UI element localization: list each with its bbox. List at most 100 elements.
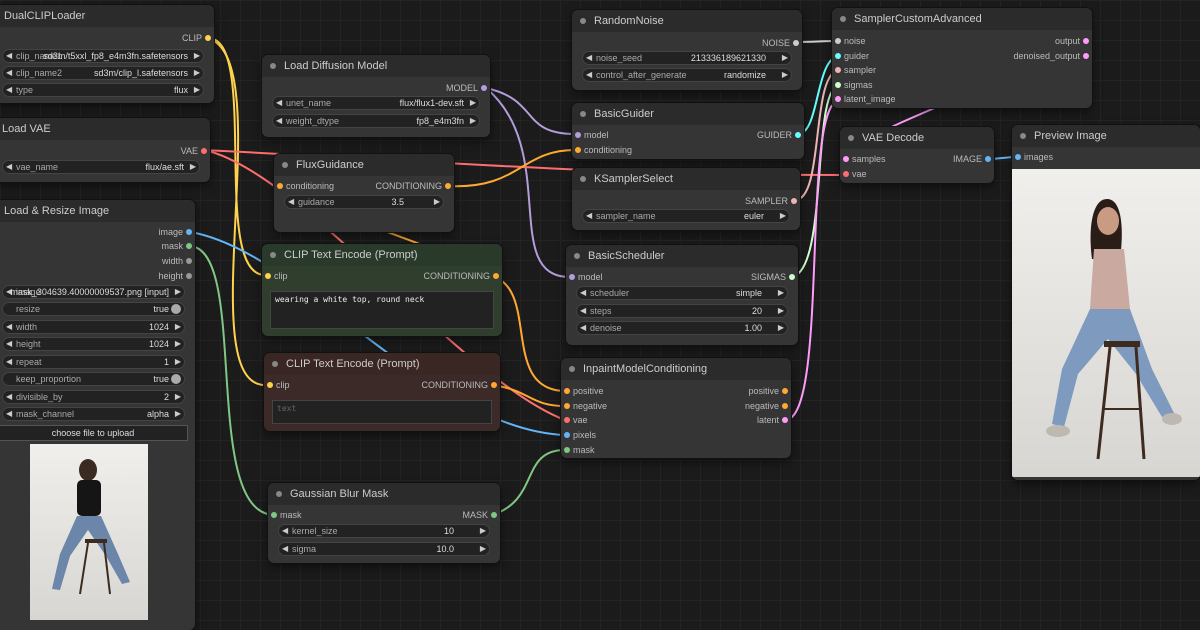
collapse-dot-icon[interactable] <box>276 491 282 497</box>
mask-output-socket[interactable] <box>491 512 497 518</box>
collapse-dot-icon[interactable] <box>840 16 846 22</box>
unet-name-widget[interactable]: ◀ unet_name flux/flux1-dev.sft ▶ <box>272 96 480 110</box>
clip-input-socket[interactable] <box>267 382 273 388</box>
kernel-size-widget[interactable]: ◀ kernel_size 10 ▶ <box>278 524 490 538</box>
node-sampler-custom-advanced[interactable]: SamplerCustomAdvanced noise output guide… <box>832 8 1092 108</box>
latent-output-socket[interactable] <box>782 417 788 423</box>
node-flux-guidance[interactable]: FluxGuidance conditioning CONDITIONING ◀… <box>274 154 454 232</box>
collapse-dot-icon[interactable] <box>580 111 586 117</box>
divisible-by-widget[interactable]: ◀ divisible_by 2 ▶ <box>2 390 185 404</box>
chevron-right-icon[interactable]: ▶ <box>193 51 200 60</box>
conditioning-output-socket[interactable] <box>493 273 499 279</box>
conditioning-output-socket[interactable] <box>445 183 451 189</box>
denoise-widget[interactable]: ◀ denoise 1.00 ▶ <box>576 321 788 335</box>
choose-file-button[interactable]: choose file to upload <box>0 425 188 441</box>
chevron-right-icon[interactable]: ▶ <box>781 70 788 79</box>
samples-input-socket[interactable] <box>843 156 849 162</box>
chevron-right-icon[interactable]: ▶ <box>479 544 486 553</box>
chevron-left-icon[interactable]: ◀ <box>586 70 593 79</box>
chevron-right-icon[interactable]: ▶ <box>777 323 784 332</box>
guider-input-socket[interactable] <box>835 53 841 59</box>
chevron-right-icon[interactable]: ▶ <box>174 357 181 366</box>
node-title[interactable]: Load Diffusion Model <box>262 55 490 77</box>
node-basic-guider[interactable]: BasicGuider model GUIDER conditioning <box>572 103 804 159</box>
guider-socket[interactable] <box>795 132 801 138</box>
node-title[interactable]: KSamplerSelect <box>572 168 800 190</box>
model-input-socket[interactable] <box>569 274 575 280</box>
node-title[interactable]: InpaintModelConditioning <box>561 358 791 380</box>
collapse-dot-icon[interactable] <box>848 135 854 141</box>
chevron-left-icon[interactable]: ◀ <box>6 85 13 94</box>
node-title[interactable]: Gaussian Blur Mask <box>268 483 500 505</box>
node-load-vae[interactable]: Load VAE VAE ◀ vae_name flux/ae.sft ▶ <box>0 118 210 182</box>
chevron-left-icon[interactable]: ◀ <box>580 323 587 332</box>
clip-name2-widget[interactable]: ◀ clip_name2 sd3m/clip_l.safetensors ▶ <box>2 66 204 80</box>
latent-input-socket[interactable] <box>835 96 841 102</box>
images-input-socket[interactable] <box>1015 154 1021 160</box>
chevron-right-icon[interactable]: ▶ <box>174 392 181 401</box>
pixels-input-socket[interactable] <box>564 432 570 438</box>
chevron-right-icon[interactable]: ▶ <box>174 339 181 348</box>
chevron-left-icon[interactable]: ◀ <box>6 339 13 348</box>
weight-dtype-widget[interactable]: ◀ weight_dtype fp8_e4m3fn ▶ <box>272 114 480 128</box>
node-dualcliploader[interactable]: DualCLIPLoader CLIP ◀ clip_name1 sd3m/t5… <box>0 5 214 103</box>
node-title[interactable]: Preview Image <box>1012 125 1200 147</box>
repeat-widget[interactable]: ◀ repeat 1 ▶ <box>2 355 185 369</box>
sampler-socket[interactable] <box>791 198 797 204</box>
node-title[interactable]: SamplerCustomAdvanced <box>832 8 1092 30</box>
node-load-diffusion-model[interactable]: Load Diffusion Model MODEL ◀ unet_name f… <box>262 55 490 137</box>
collapse-dot-icon[interactable] <box>580 176 586 182</box>
node-clip-text-encode-negative[interactable]: CLIP Text Encode (Prompt) clip CONDITION… <box>264 353 500 431</box>
vae-input-socket[interactable] <box>843 171 849 177</box>
image-output-socket[interactable] <box>985 156 991 162</box>
clip-socket[interactable] <box>205 35 211 41</box>
sigmas-socket[interactable] <box>789 274 795 280</box>
node-load-resize-image[interactable]: Load & Resize Image image mask width hei… <box>0 200 195 630</box>
positive-input-socket[interactable] <box>564 388 570 394</box>
node-clip-text-encode-positive[interactable]: CLIP Text Encode (Prompt) clip CONDITION… <box>262 244 502 336</box>
prompt-textarea[interactable]: text <box>272 400 492 424</box>
model-input-socket[interactable] <box>575 132 581 138</box>
noise-seed-widget[interactable]: ◀ noise_seed 213336189621330 ▶ <box>582 51 792 65</box>
node-random-noise[interactable]: RandomNoise NOISE ◀ noise_seed 213336189… <box>572 10 802 90</box>
collapse-dot-icon[interactable] <box>569 366 575 372</box>
chevron-left-icon[interactable]: ◀ <box>6 392 13 401</box>
chevron-right-icon[interactable]: ▶ <box>174 287 181 296</box>
type-widget[interactable]: ◀ type flux ▶ <box>2 83 204 97</box>
chevron-left-icon[interactable]: ◀ <box>282 526 289 535</box>
denoised-output-socket[interactable] <box>1083 53 1089 59</box>
width-socket[interactable] <box>186 258 192 264</box>
chevron-left-icon[interactable]: ◀ <box>586 211 593 220</box>
image-select-widget[interactable]: ◀ image mask_304639.40000009537.png [inp… <box>2 285 185 299</box>
keep-proportion-toggle[interactable]: keep_proportion true <box>2 372 185 386</box>
node-title[interactable]: VAE Decode <box>840 127 994 149</box>
node-vae-decode[interactable]: VAE Decode samples IMAGE vae <box>840 127 994 183</box>
node-title[interactable]: CLIP Text Encode (Prompt) <box>264 353 500 375</box>
negative-output-socket[interactable] <box>782 403 788 409</box>
mask-input-socket[interactable] <box>271 512 277 518</box>
collapse-dot-icon[interactable] <box>270 63 276 69</box>
toggle-knob[interactable] <box>171 304 181 314</box>
chevron-right-icon[interactable]: ▶ <box>479 526 486 535</box>
chevron-left-icon[interactable]: ◀ <box>6 322 13 331</box>
conditioning-input-socket[interactable] <box>575 147 581 153</box>
chevron-right-icon[interactable]: ▶ <box>193 85 200 94</box>
chevron-right-icon[interactable]: ▶ <box>433 197 440 206</box>
noise-socket[interactable] <box>793 40 799 46</box>
negative-input-socket[interactable] <box>564 403 570 409</box>
chevron-right-icon[interactable]: ▶ <box>469 98 476 107</box>
node-title[interactable]: BasicScheduler <box>566 245 798 267</box>
sampler-name-widget[interactable]: ◀ sampler_name euler ▶ <box>582 209 790 223</box>
control-after-generate-widget[interactable]: ◀ control_after_generate randomize ▶ <box>582 68 792 82</box>
steps-widget[interactable]: ◀ steps 20 ▶ <box>576 304 788 318</box>
sampler-input-socket[interactable] <box>835 67 841 73</box>
collapse-dot-icon[interactable] <box>574 253 580 259</box>
scheduler-widget[interactable]: ◀ scheduler simple ▶ <box>576 286 788 300</box>
chevron-right-icon[interactable]: ▶ <box>174 409 181 418</box>
sigma-widget[interactable]: ◀ sigma 10.0 ▶ <box>278 542 490 556</box>
height-widget[interactable]: ◀ height 1024 ▶ <box>2 337 185 351</box>
chevron-right-icon[interactable]: ▶ <box>781 53 788 62</box>
conditioning-input-socket[interactable] <box>277 183 283 189</box>
collapse-dot-icon[interactable] <box>282 162 288 168</box>
chevron-left-icon[interactable]: ◀ <box>586 53 593 62</box>
